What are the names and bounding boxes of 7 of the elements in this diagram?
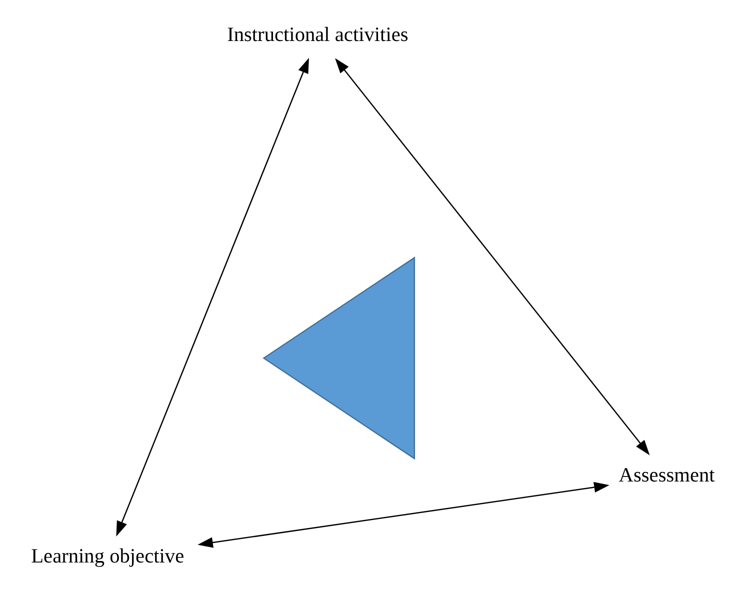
arrow (116, 58, 308, 536)
arrow (197, 482, 609, 548)
node-triangle (262, 256, 415, 460)
node-text: Learning objective (30, 546, 184, 568)
arrow (334, 58, 650, 456)
node-text: Assessment (618, 464, 714, 487)
node-text: Instructional activities (226, 24, 408, 46)
